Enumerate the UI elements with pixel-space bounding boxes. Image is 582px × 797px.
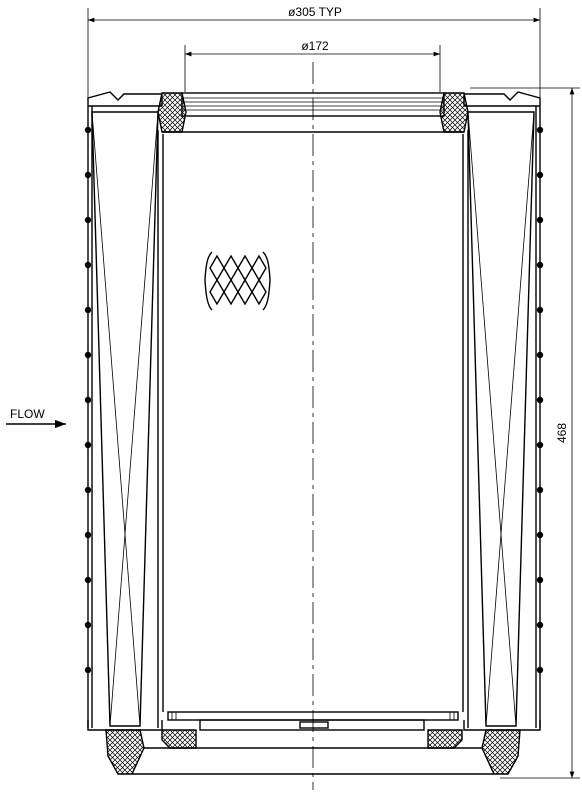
bottom-seal-outer-left	[105, 729, 145, 775]
wrap-dot-left	[84, 396, 92, 404]
inner-support-tube	[157, 130, 469, 728]
media-pack-right	[467, 111, 535, 727]
wrap-dot-right	[536, 171, 544, 179]
wrap-dot-left	[84, 351, 92, 359]
inner-diameter-dimension: ø172	[184, 39, 441, 92]
wrap-dot-left	[84, 486, 92, 494]
wrap-dot-left	[84, 531, 92, 539]
height-dimension: 468	[470, 87, 580, 779]
wrap-dot-right	[536, 261, 544, 269]
wrap-dot-right	[536, 306, 544, 314]
wrap-dot-right	[536, 126, 544, 134]
bottom-end-cap	[87, 711, 541, 775]
outer-diameter-dimension: ø305 TYP	[87, 5, 541, 100]
wrap-dot-left	[84, 306, 92, 314]
wrap-dots	[84, 126, 544, 674]
wrap-dot-right	[536, 666, 544, 674]
media-pack-left	[91, 111, 159, 727]
bottom-seal-inner-right	[427, 729, 463, 749]
wrap-dot-left	[84, 126, 92, 134]
flow-indicator: FLOW	[6, 407, 66, 429]
outer-diameter-label: ø305 TYP	[288, 5, 342, 19]
wrap-dot-right	[536, 441, 544, 449]
bottom-seal-outer-right	[481, 729, 521, 775]
wrap-dot-right	[536, 216, 544, 224]
flow-label: FLOW	[10, 407, 45, 421]
wrap-dot-right	[536, 531, 544, 539]
wrap-dot-left	[84, 576, 92, 584]
height-label: 468	[555, 423, 569, 443]
wrap-dot-right	[536, 396, 544, 404]
inner-diameter-label: ø172	[301, 39, 329, 53]
wrap-dot-left	[84, 621, 92, 629]
mesh-detail	[204, 251, 271, 311]
wrap-dot-right	[536, 621, 544, 629]
wrap-dot-left	[84, 441, 92, 449]
wrap-dot-left	[84, 666, 92, 674]
top-end-cap	[87, 91, 541, 133]
wrap-dot-left	[84, 261, 92, 269]
wrap-dot-right	[536, 576, 544, 584]
wrap-dot-left	[84, 171, 92, 179]
wrap-dot-right	[536, 486, 544, 494]
wrap-dot-left	[84, 216, 92, 224]
wrap-dot-right	[536, 351, 544, 359]
bottom-seal-inner-left	[161, 729, 197, 749]
